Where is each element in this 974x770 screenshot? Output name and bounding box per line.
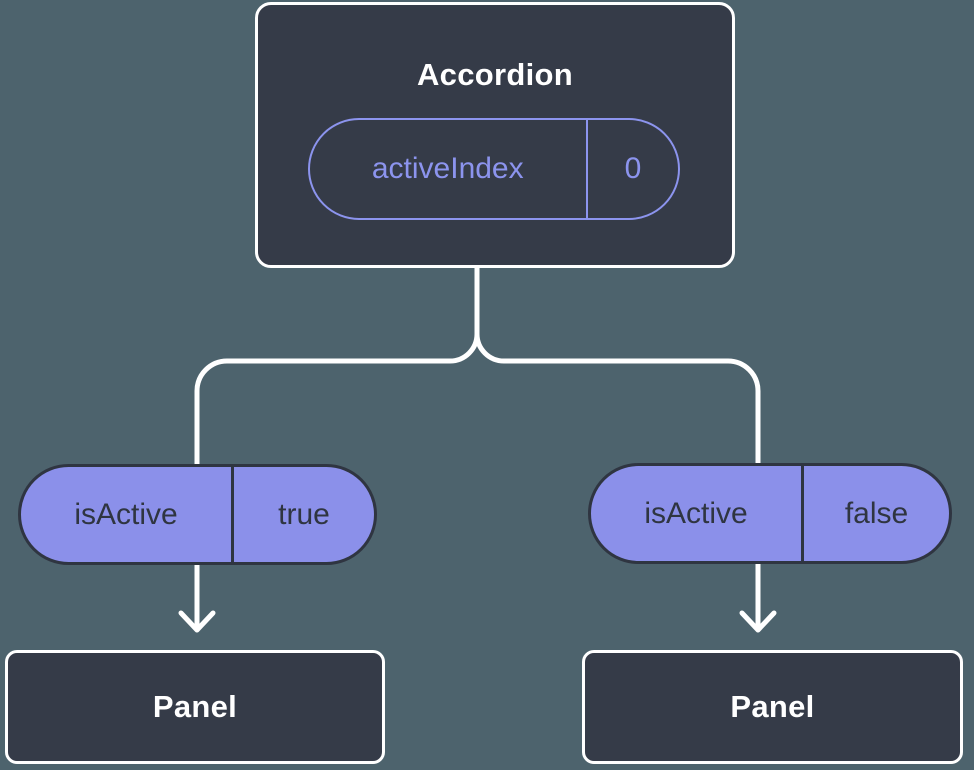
- arrow-down-left-icon: [178, 610, 216, 633]
- prop-pill-right: isActive false: [588, 463, 952, 564]
- node-title: Accordion: [417, 57, 573, 92]
- prop-pill-divider: [231, 467, 234, 562]
- state-pill: activeIndex 0: [308, 118, 680, 220]
- connector-branch-left: [194, 331, 480, 630]
- connector-branch-right: [474, 331, 761, 630]
- prop-value: true: [278, 497, 330, 531]
- panel-node-right: Panel: [582, 650, 963, 764]
- panel-node-left: Panel: [5, 650, 385, 764]
- accordion-node: Accordion activeIndex 0: [255, 2, 735, 268]
- state-pill-divider: [585, 120, 588, 218]
- prop-key: isActive: [74, 497, 178, 531]
- state-key: activeIndex: [371, 152, 524, 185]
- prop-key: isActive: [644, 496, 748, 530]
- prop-pill-left: isActive true: [18, 464, 377, 565]
- arrow-down-right-icon: [739, 610, 777, 633]
- state-value: 0: [624, 152, 642, 185]
- prop-value: false: [844, 496, 909, 530]
- prop-pill-divider: [801, 466, 804, 561]
